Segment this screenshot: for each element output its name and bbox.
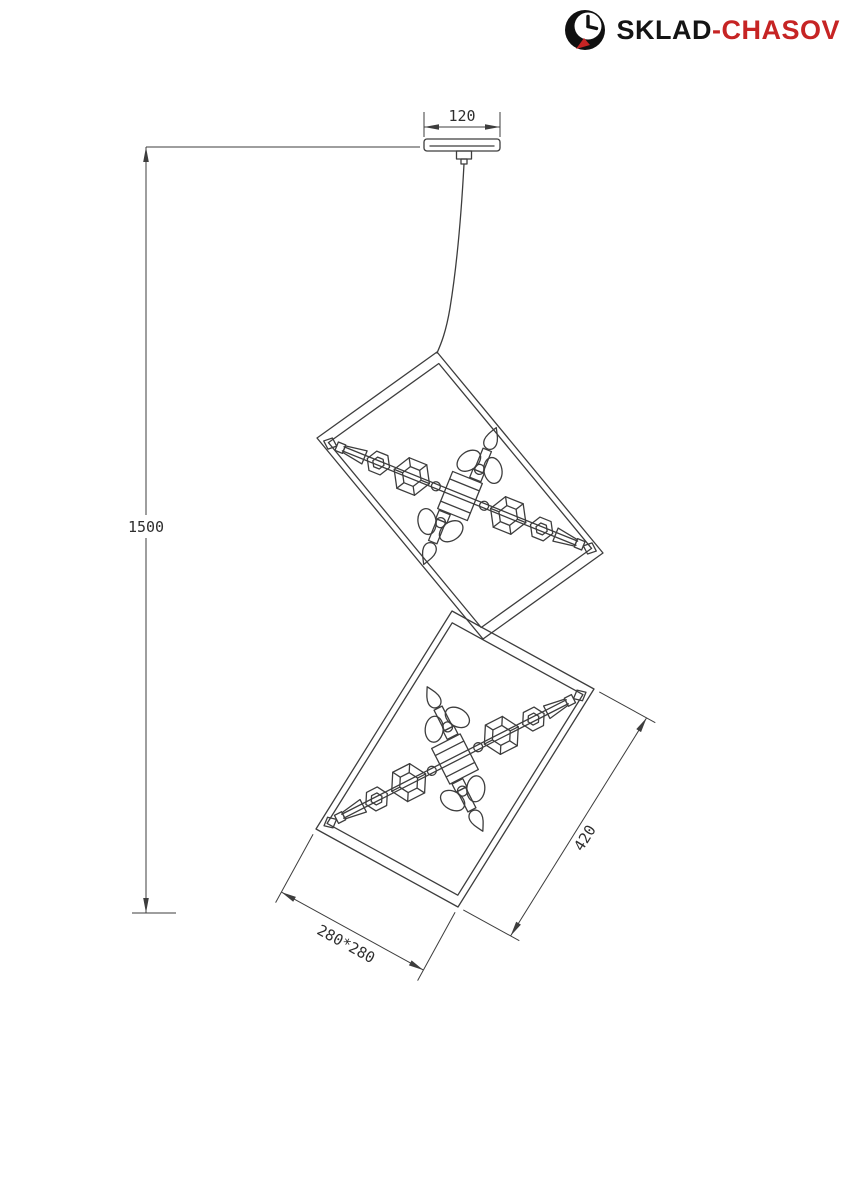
drawing-shape xyxy=(326,622,584,896)
drawing-shape xyxy=(281,891,424,971)
drawing-shape xyxy=(463,909,520,942)
brand-logo: SKLAD-CHASOV xyxy=(563,8,840,52)
dimension-canopy-width: 120 xyxy=(423,107,501,137)
drawing-shape xyxy=(315,610,595,908)
drawing-shape xyxy=(510,717,648,937)
drawing-shape xyxy=(315,674,595,843)
clock-icon xyxy=(565,10,606,50)
dimension-label-canopy-width: 120 xyxy=(448,107,475,125)
brand-name: SKLAD-CHASOV xyxy=(616,8,840,52)
drawing-shape xyxy=(576,38,591,49)
frame-upper xyxy=(316,351,604,640)
drawing-shape xyxy=(118,515,174,538)
brand-name-secondary: -CHASOV xyxy=(711,15,840,45)
drawing-shape xyxy=(460,158,468,165)
lamp-arm-upper xyxy=(295,416,625,576)
frame-lower xyxy=(315,610,595,908)
dimension-label-overall-height: 1500 xyxy=(128,518,164,536)
dimension-overall-height: 1500 xyxy=(118,146,420,914)
ceiling-canopy xyxy=(423,138,501,165)
drawing-shape xyxy=(599,691,656,724)
brand-name-primary: SKLAD xyxy=(616,15,712,45)
candle-up-lower xyxy=(401,673,479,751)
drawing-shape: 420 xyxy=(563,812,607,864)
drawing-shape xyxy=(423,138,501,152)
candle-up-upper xyxy=(448,416,523,492)
drawing-shape xyxy=(417,912,456,981)
drawing-shape xyxy=(275,834,314,903)
candle-down-upper xyxy=(397,500,472,576)
drawing-shape xyxy=(316,351,604,640)
drawing-shape xyxy=(316,422,604,569)
drawing-shape xyxy=(586,24,599,31)
drawing-shape xyxy=(455,150,473,160)
drawing-shape xyxy=(327,362,593,629)
drawing-shape xyxy=(563,812,607,864)
candle-down-lower xyxy=(431,767,509,845)
suspension-cable xyxy=(436,163,465,354)
